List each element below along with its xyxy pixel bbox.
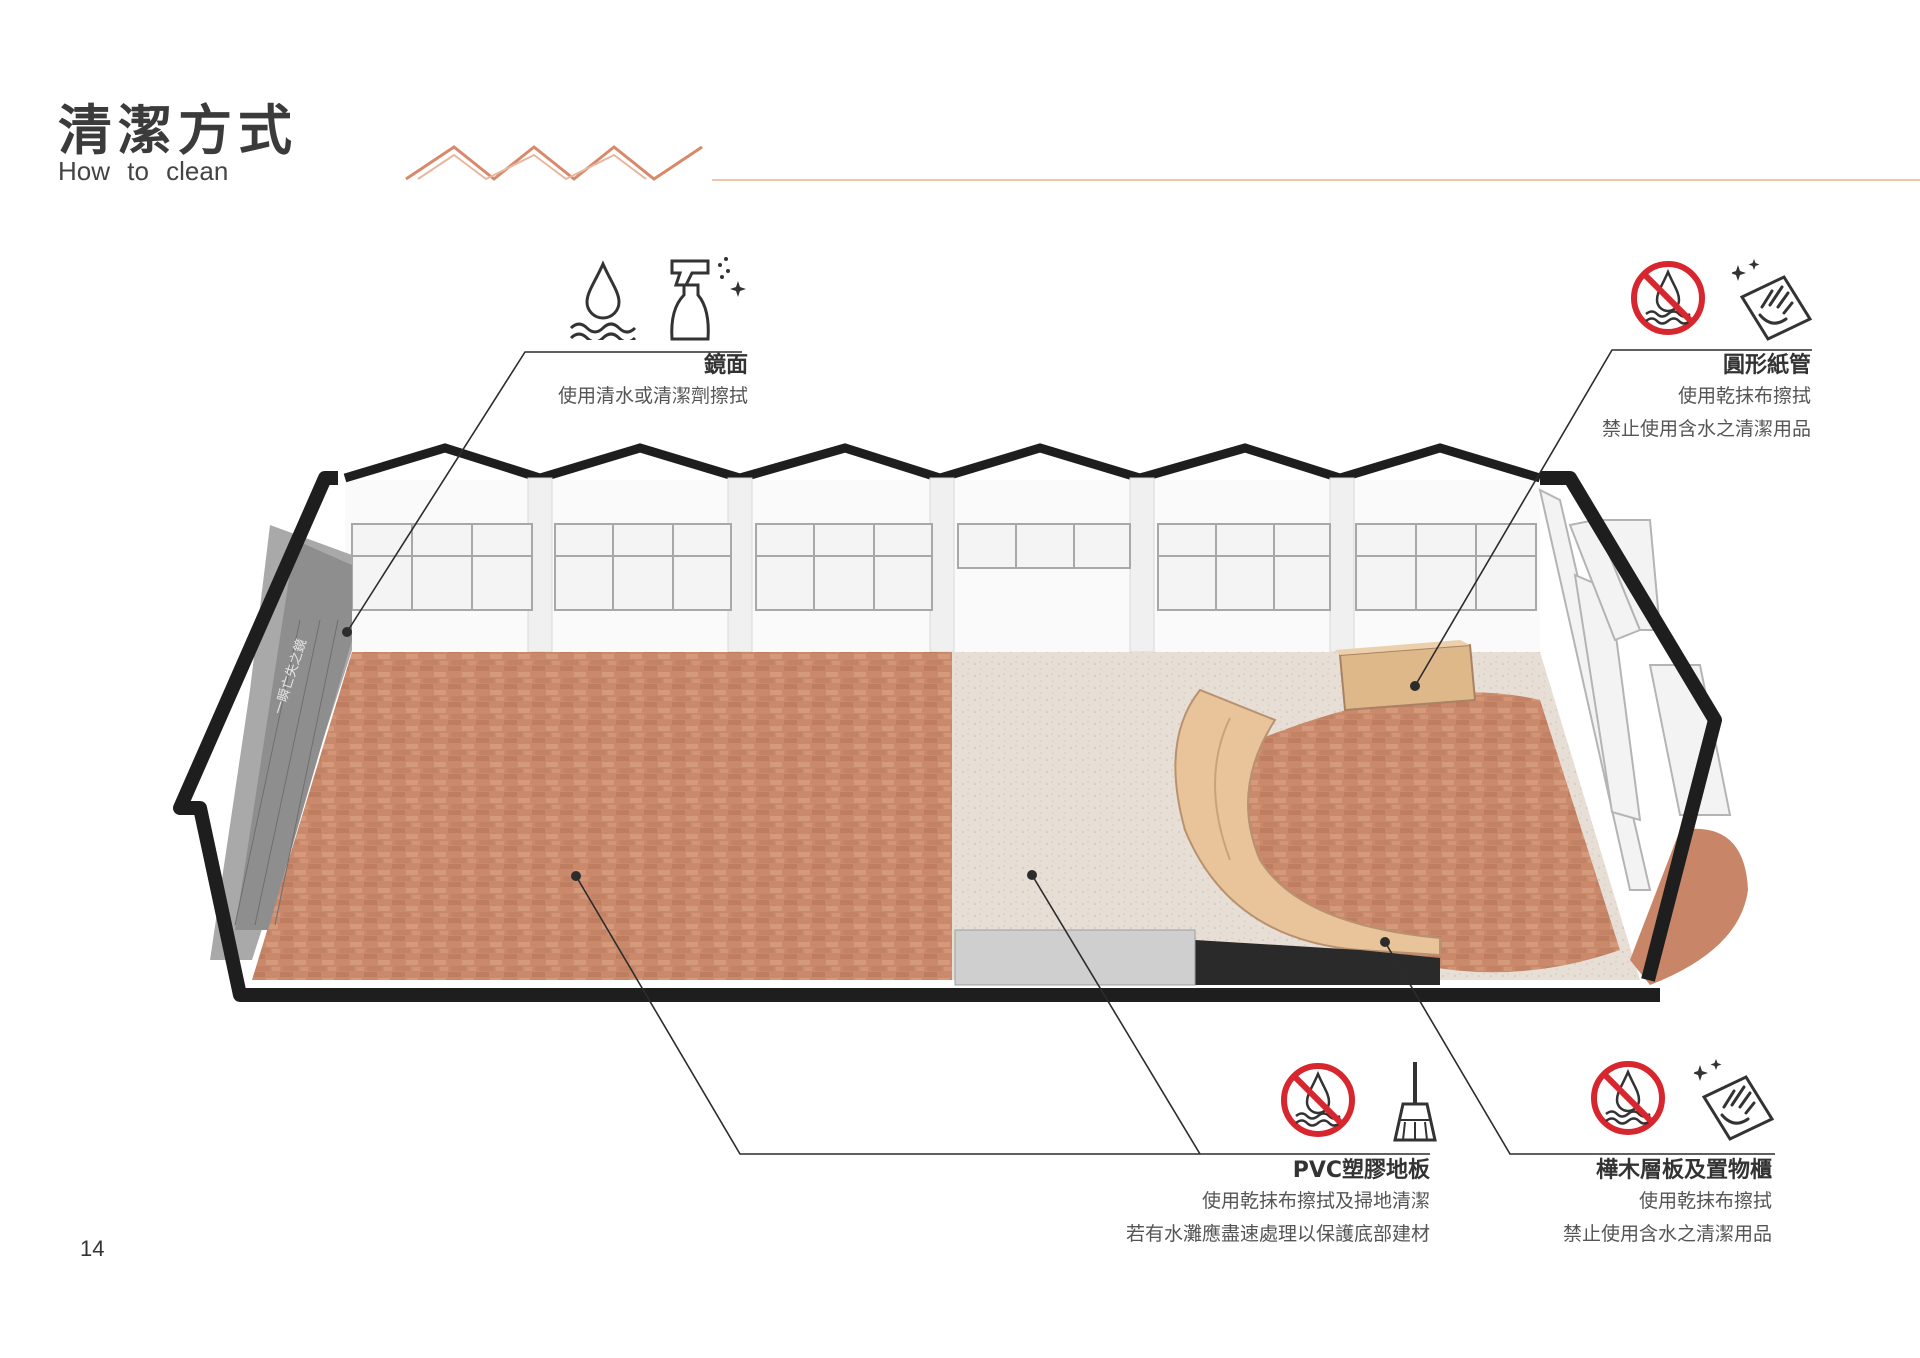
windows	[351, 523, 1537, 611]
broom-icon	[1393, 1062, 1437, 1142]
label-tube-line: 禁止使用含水之清潔用品	[1601, 418, 1811, 440]
label-mirror: 鏡面 使用清水或清潔劑擦拭	[558, 352, 748, 413]
page-title: 清潔方式	[58, 99, 298, 162]
label-pvc-title: PVC塑膠地板	[1292, 1158, 1430, 1183]
label-tube-title: 圓形紙管	[1722, 353, 1811, 378]
right-glass-wall	[1538, 488, 1732, 891]
leader-dots	[342, 627, 1420, 947]
header-zigzag-ornament	[405, 145, 703, 181]
dry-cloth-icon	[1732, 259, 1813, 341]
no-water-icon	[1281, 1063, 1355, 1137]
round-wood-platform	[1245, 692, 1620, 973]
label-pvc-line: 若有水灘應盡速處理以保護底部建材	[1125, 1223, 1430, 1245]
leader-lines	[346, 349, 1812, 1155]
label-tube: 圓形紙管 使用乾抹布擦拭 禁止使用含水之清潔用品	[1602, 352, 1811, 446]
header-rule	[712, 179, 1920, 181]
page-subtitle: How to clean	[58, 156, 229, 186]
water-drop-icon	[569, 260, 637, 340]
tube-cabinet	[1335, 640, 1477, 712]
mirror-wall	[210, 525, 352, 960]
label-tube-line: 使用乾抹布擦拭	[1677, 385, 1811, 407]
right-wall-outline	[1540, 471, 1722, 982]
birch-curved-bench	[1174, 688, 1441, 957]
label-mirror-title: 鏡面	[703, 353, 748, 378]
label-birch-line: 使用乾抹布擦拭	[1638, 1190, 1772, 1212]
label-birch-title: 樺木層板及置物櫃	[1595, 1158, 1772, 1183]
page-number: 14	[80, 1236, 105, 1261]
left-wall-outline	[173, 471, 1660, 1002]
spray-bottle-icon	[670, 257, 746, 341]
dry-cloth-icon	[1694, 1059, 1775, 1141]
label-birch-line: 禁止使用含水之清潔用品	[1562, 1223, 1772, 1245]
pvc-floor	[252, 652, 952, 980]
no-water-icon	[1591, 1061, 1665, 1135]
label-pvc-line: 使用乾抹布擦拭及掃地清潔	[1201, 1190, 1430, 1212]
label-birch: 樺木層板及置物櫃 使用乾抹布擦拭 禁止使用含水之清潔用品	[1563, 1157, 1772, 1251]
bench-base	[1195, 940, 1440, 985]
label-pvc: PVC塑膠地板 使用乾抹布擦拭及掃地清潔 若有水灘應盡速處理以保護底部建材	[1126, 1157, 1430, 1251]
no-water-icon	[1631, 261, 1705, 335]
label-mirror-line: 使用清水或清潔劑擦拭	[557, 385, 748, 407]
